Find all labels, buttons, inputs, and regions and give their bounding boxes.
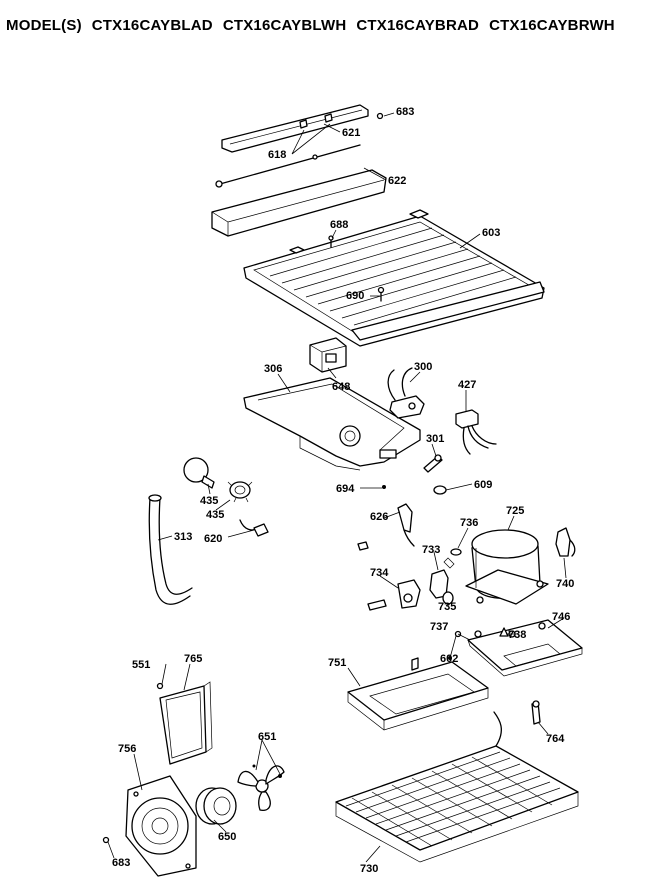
part-bracket-621 <box>221 104 369 153</box>
callout-734: 734 <box>370 567 389 579</box>
part-clip-740 <box>555 527 576 557</box>
part-drain-tube-313 <box>148 494 193 605</box>
model-number: CTX16CAYBLAD <box>91 17 213 34</box>
callout-621: 621 <box>342 127 360 139</box>
callout-730: 730 <box>360 863 378 875</box>
part-connector-427 <box>455 409 497 455</box>
callout-labels: 683 621 618 622 688 603 690 306 648 300 … <box>112 106 574 875</box>
callout-690: 690 <box>346 290 364 302</box>
callout-427: 427 <box>458 379 476 391</box>
callout-688: 688 <box>330 219 348 231</box>
callout-651: 651 <box>258 731 276 743</box>
callout-313: 313 <box>174 531 192 543</box>
leader-lines <box>107 112 567 863</box>
callout-735: 735 <box>438 601 456 613</box>
model-number: CTX16CAYBLWH <box>222 17 347 34</box>
part-socket-435 <box>227 481 253 503</box>
model-number: CTX16CAYBRWH <box>489 17 615 34</box>
callout-738: 738 <box>508 629 526 641</box>
part-control-648 <box>309 337 347 373</box>
part-rod-622 <box>215 144 361 188</box>
part-housing-306 <box>243 377 421 471</box>
callout-683: 683 <box>396 106 414 118</box>
part-screw-690 <box>377 286 385 302</box>
callout-300: 300 <box>414 361 432 373</box>
callout-746: 746 <box>552 611 570 623</box>
callout-620: 620 <box>204 533 222 545</box>
model-list-title: MODEL(S) CTX16CAYBLAD CTX16CAYBLWH CTX16CAY… <box>6 17 625 34</box>
callout-756: 756 <box>118 743 136 755</box>
part-motor-650 <box>195 787 237 825</box>
part-screw-737 <box>454 630 471 641</box>
part-condenser-730 <box>335 711 579 863</box>
part-shelf-603 <box>243 209 545 347</box>
callout-435: 435 <box>200 495 218 507</box>
callout-435: 435 <box>206 509 224 521</box>
part-shroud-756 <box>125 775 197 877</box>
part-fan-651 <box>237 764 285 811</box>
part-drain-pan-751 <box>347 657 489 731</box>
callout-725: 725 <box>506 505 524 517</box>
part-screw-551 <box>156 682 164 690</box>
part-screw-602 <box>448 635 457 660</box>
model-number: CTX16CAYBRAD <box>356 17 480 34</box>
callout-622: 622 <box>388 175 406 187</box>
callout-626: 626 <box>370 511 388 523</box>
callout-306: 306 <box>264 363 282 375</box>
part-bulb-435 <box>183 457 215 489</box>
callout-737: 737 <box>430 621 448 633</box>
part-knob-301 <box>423 454 443 473</box>
part-washer-736 <box>450 548 462 556</box>
part-base-plate-746 <box>467 619 583 677</box>
part-screw-683 <box>376 112 384 120</box>
part-bracket-764 <box>531 700 541 725</box>
part-screw-688 <box>328 235 334 248</box>
part-compressor-725 <box>465 529 549 605</box>
callout-609: 609 <box>474 479 492 491</box>
callout-618: 618 <box>268 149 286 161</box>
model-prefix: MODEL(S) <box>6 17 82 34</box>
callout-602: 602 <box>440 653 458 665</box>
part-screw-694 <box>382 485 386 489</box>
callout-751: 751 <box>328 657 346 669</box>
callout-694: 694 <box>336 483 355 495</box>
callout-765: 765 <box>184 653 202 665</box>
callout-740: 740 <box>556 578 574 590</box>
part-clip-620 <box>239 519 269 537</box>
part-overload-734 <box>367 579 421 611</box>
part-panel-765 <box>159 681 213 765</box>
callout-648: 648 <box>332 381 350 393</box>
part-grommet-609 <box>433 485 447 495</box>
callout-603: 603 <box>482 227 500 239</box>
part-bracket-626 <box>357 503 415 551</box>
callout-736: 736 <box>460 517 478 529</box>
callout-733: 733 <box>422 544 440 556</box>
callout-301: 301 <box>426 433 444 445</box>
callout-650: 650 <box>218 831 236 843</box>
part-screw-683-lower <box>102 836 110 844</box>
callout-551: 551 <box>132 659 150 671</box>
part-channel-622 <box>211 169 387 237</box>
part-thermostat-300 <box>387 367 425 419</box>
callout-683: 683 <box>112 857 130 869</box>
callout-764: 764 <box>546 733 565 745</box>
